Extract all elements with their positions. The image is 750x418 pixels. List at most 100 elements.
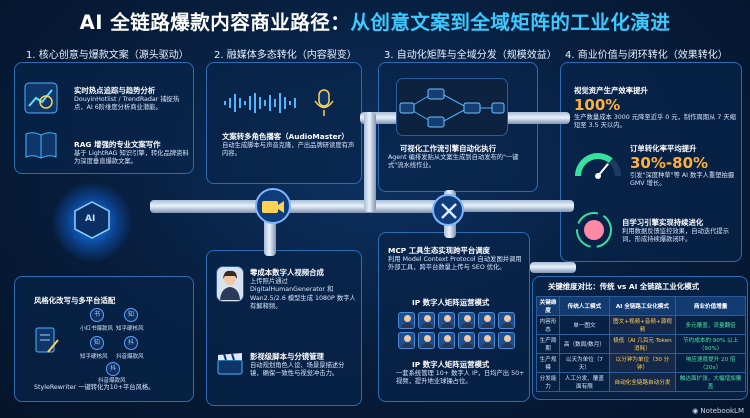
notebooklm-icon: ◉: [692, 407, 701, 415]
pipe-main: [150, 200, 450, 213]
section-1-heading: 1. 核心创意与爆款文案（源头驱动）: [26, 50, 189, 61]
douyin-icon: 抖: [124, 336, 138, 350]
pipe-lower-right: [530, 262, 576, 273]
section-2-heading: 2. 融媒体多态转化（内容裂变）: [214, 50, 357, 61]
wrench-screwdriver-icon: [441, 203, 457, 219]
xiaohongshu-icon: 书: [90, 308, 104, 322]
ip-avatar-5: [478, 312, 495, 329]
table-cell: 内容形态: [535, 315, 561, 335]
title-part-1: AI 全链路爆款内容商业路径：: [79, 11, 351, 34]
table-header: 商业价值增量: [675, 296, 746, 316]
zhihu-icon: 知: [124, 308, 138, 322]
storyboard-title: 影视级脚本与分镜管理: [250, 352, 324, 361]
microphone-icon: [314, 89, 334, 116]
section-3-heading: 3. 自动化矩阵与全域分发（规模效益）: [384, 50, 557, 61]
ip-avatar-6: [498, 312, 515, 329]
table-cell: 人工分发、覆盖面有限: [559, 372, 610, 392]
workflow-screen: [396, 78, 508, 136]
conversion-title: 订单转化率平均提升: [630, 144, 697, 153]
table-cell: 自动化全链路自动分发: [608, 372, 677, 392]
table-cell: 节约成本的 90% 以上（90%）: [675, 334, 746, 354]
human-title: 零成本数字人视频合成: [250, 268, 324, 277]
table-cell: 多元覆盖，流量翻倍: [675, 315, 746, 335]
platform-label-5: 抖音爆款风: [98, 378, 126, 384]
ip-title-2: IP 数字人矩阵运营模式: [412, 360, 490, 369]
ip-desc: 一套系统管理 10+ 数字人 IP，日均产出 50+ 视频，提升地业球操占位。: [396, 370, 525, 386]
efficiency-desc: 生产数量成本 3000 元降至近乎 0 元，制作周期从 7 天缩短至 3.5 天…: [574, 114, 736, 130]
ip-avatar-12: [498, 332, 515, 349]
rag-desc: 基于 LightRAG 知识引擎，转化品牌资料为深度垂直爆款文案。: [74, 150, 189, 166]
mcp-desc: 利用 Model Context Protocol 自动发图并调用外部工具，跨平…: [388, 256, 522, 272]
table-header: 传统人工模式: [559, 296, 610, 316]
table-header: AI 全链路工业化模式: [608, 296, 677, 316]
ip-avatar-8: [418, 332, 435, 349]
ip-avatar-10: [458, 332, 475, 349]
trend-title: 实时热点追踪与趋势分析: [74, 86, 156, 95]
brand-label: NotebookLM: [700, 407, 744, 415]
table-row: 生产周期 高（数周/数月） 极低（AI 几百元 Token 消耗） 节约成本的 …: [535, 334, 746, 354]
human-desc: 上传照片通过 DigitalHumanGenerator 和 Wan2.5/2.…: [250, 278, 356, 311]
digital-human-icon: [220, 270, 240, 300]
style-desc: StyleRewriter 一键转化为10+平台风格。: [34, 384, 155, 391]
ip-title: IP 数字人矩阵运营模式: [412, 298, 490, 307]
learning-desc: 利用数据反馈监控效果，自动迭代提示词，形成持续爆款闭环。: [622, 228, 730, 244]
ip-avatar-11: [478, 332, 495, 349]
video-camera-icon: [262, 201, 284, 213]
efficiency-value: 100%: [574, 96, 621, 114]
platform-label-2: 知乎硬核风: [116, 326, 144, 332]
comparison-table: 关键维度 传统人工模式 AI 全链路工业化模式 商业价值增量 内容形态 单一图文…: [535, 296, 746, 392]
table-cell: 以天为单位（7天）: [559, 353, 610, 373]
zhihu-icon-2: 知: [90, 336, 104, 350]
section-4-heading: 4. 商业价值与闭环转化（效果转化）: [565, 50, 728, 61]
pipe-vertical-mid: [364, 112, 376, 212]
storyboard-desc: 自动规划角色人设、场景景描述分镜，确保一致性与视觉冲击力。: [250, 362, 345, 378]
table-cell: 以分钟为单位（30 分钟）: [608, 353, 677, 373]
audio-waveform-icon: [224, 93, 296, 113]
audio-desc: 自动生成脚本与声音克隆，产出品牌研读度有声内容。: [222, 142, 355, 158]
table-row: 生产规模 以天为单位（7天） 以分钟为单位（30 分钟） 响应速度提升 20 倍…: [535, 353, 746, 373]
learning-title: 自学习引擎实现持续进化: [622, 218, 704, 227]
ai-chip-icon: [74, 201, 110, 239]
table-cell: 生产规模: [535, 353, 561, 373]
conversion-desc: 引发"深度种草"等 AI 数字人重塑拍摄 GMV 增长。: [630, 172, 735, 188]
book-icon: [25, 132, 57, 159]
table-cell: 图文+视频+音频+源视频: [608, 315, 677, 335]
document-edit-icon: [35, 327, 59, 353]
ip-avatar-7: [398, 332, 415, 349]
table-cell: 单一图文: [559, 315, 610, 335]
notebooklm-logo: ◉ NotebookLM: [692, 407, 744, 415]
workflow-desc: Agent 编排发贴从文案生成到自动发布的"一键式"流水线作业。: [388, 154, 519, 170]
platform-label-4: 抖音爆款风: [116, 354, 144, 360]
ip-avatar-4: [458, 312, 475, 329]
speed-gauge-icon: [575, 153, 621, 179]
ip-avatar-3: [438, 312, 455, 329]
rag-title: RAG 增强的专业文案写作: [74, 140, 161, 149]
table-row: 分发能力 人工分发、覆盖面有限 自动化全链路自动分发 触达面扩张，大幅增加覆盖: [535, 372, 746, 392]
clapperboard-icon: [217, 353, 243, 375]
ip-avatar-9: [438, 332, 455, 349]
pipe-right: [454, 200, 574, 212]
efficiency-title: 视觉资产生产效率提升: [574, 86, 648, 95]
table-cell: 生产周期: [535, 334, 561, 354]
trend-chart-icon: [24, 82, 58, 114]
platform-label-1: 小红书爆款风: [80, 326, 114, 332]
table-cell: 触达面扩张，大幅增加覆盖: [675, 372, 746, 392]
table-cell: 响应速度提升 20 倍（20x）: [675, 353, 746, 373]
section-2-panel-top: [206, 62, 362, 184]
platform-label-3: 知乎硬核风: [80, 354, 108, 360]
table-header-row: 关键维度 传统人工模式 AI 全链路工业化模式 商业价值增量: [535, 296, 746, 316]
brain-cycle-icon: [576, 212, 612, 248]
audio-title: 文案转多角色播客（AudioMaster）: [222, 132, 349, 141]
style-title: 风格化改写与多平台适配: [34, 296, 116, 305]
conversion-value: 30%-80%: [630, 154, 709, 172]
table-cell: 极低（AI 几百元 Token 消耗）: [608, 334, 677, 354]
table-cell: 分发能力: [535, 372, 561, 392]
table-title: 关键维度对比：传统 vs AI 全链路工业化模式: [548, 282, 700, 291]
workflow-diagram-icon: [399, 88, 505, 128]
ai-core-label: AI: [85, 214, 96, 224]
table-header: 关键维度: [535, 296, 561, 316]
douyin-icon-2: 抖: [106, 362, 120, 376]
mcp-title: MCP 工具生态实现跨平台调度: [388, 246, 491, 255]
workflow-title: 可视化工作流引擎自动化执行: [400, 144, 497, 153]
page-title: AI 全链路爆款内容商业路径：从创意文案到全域矩阵的工业化演进: [0, 6, 750, 35]
